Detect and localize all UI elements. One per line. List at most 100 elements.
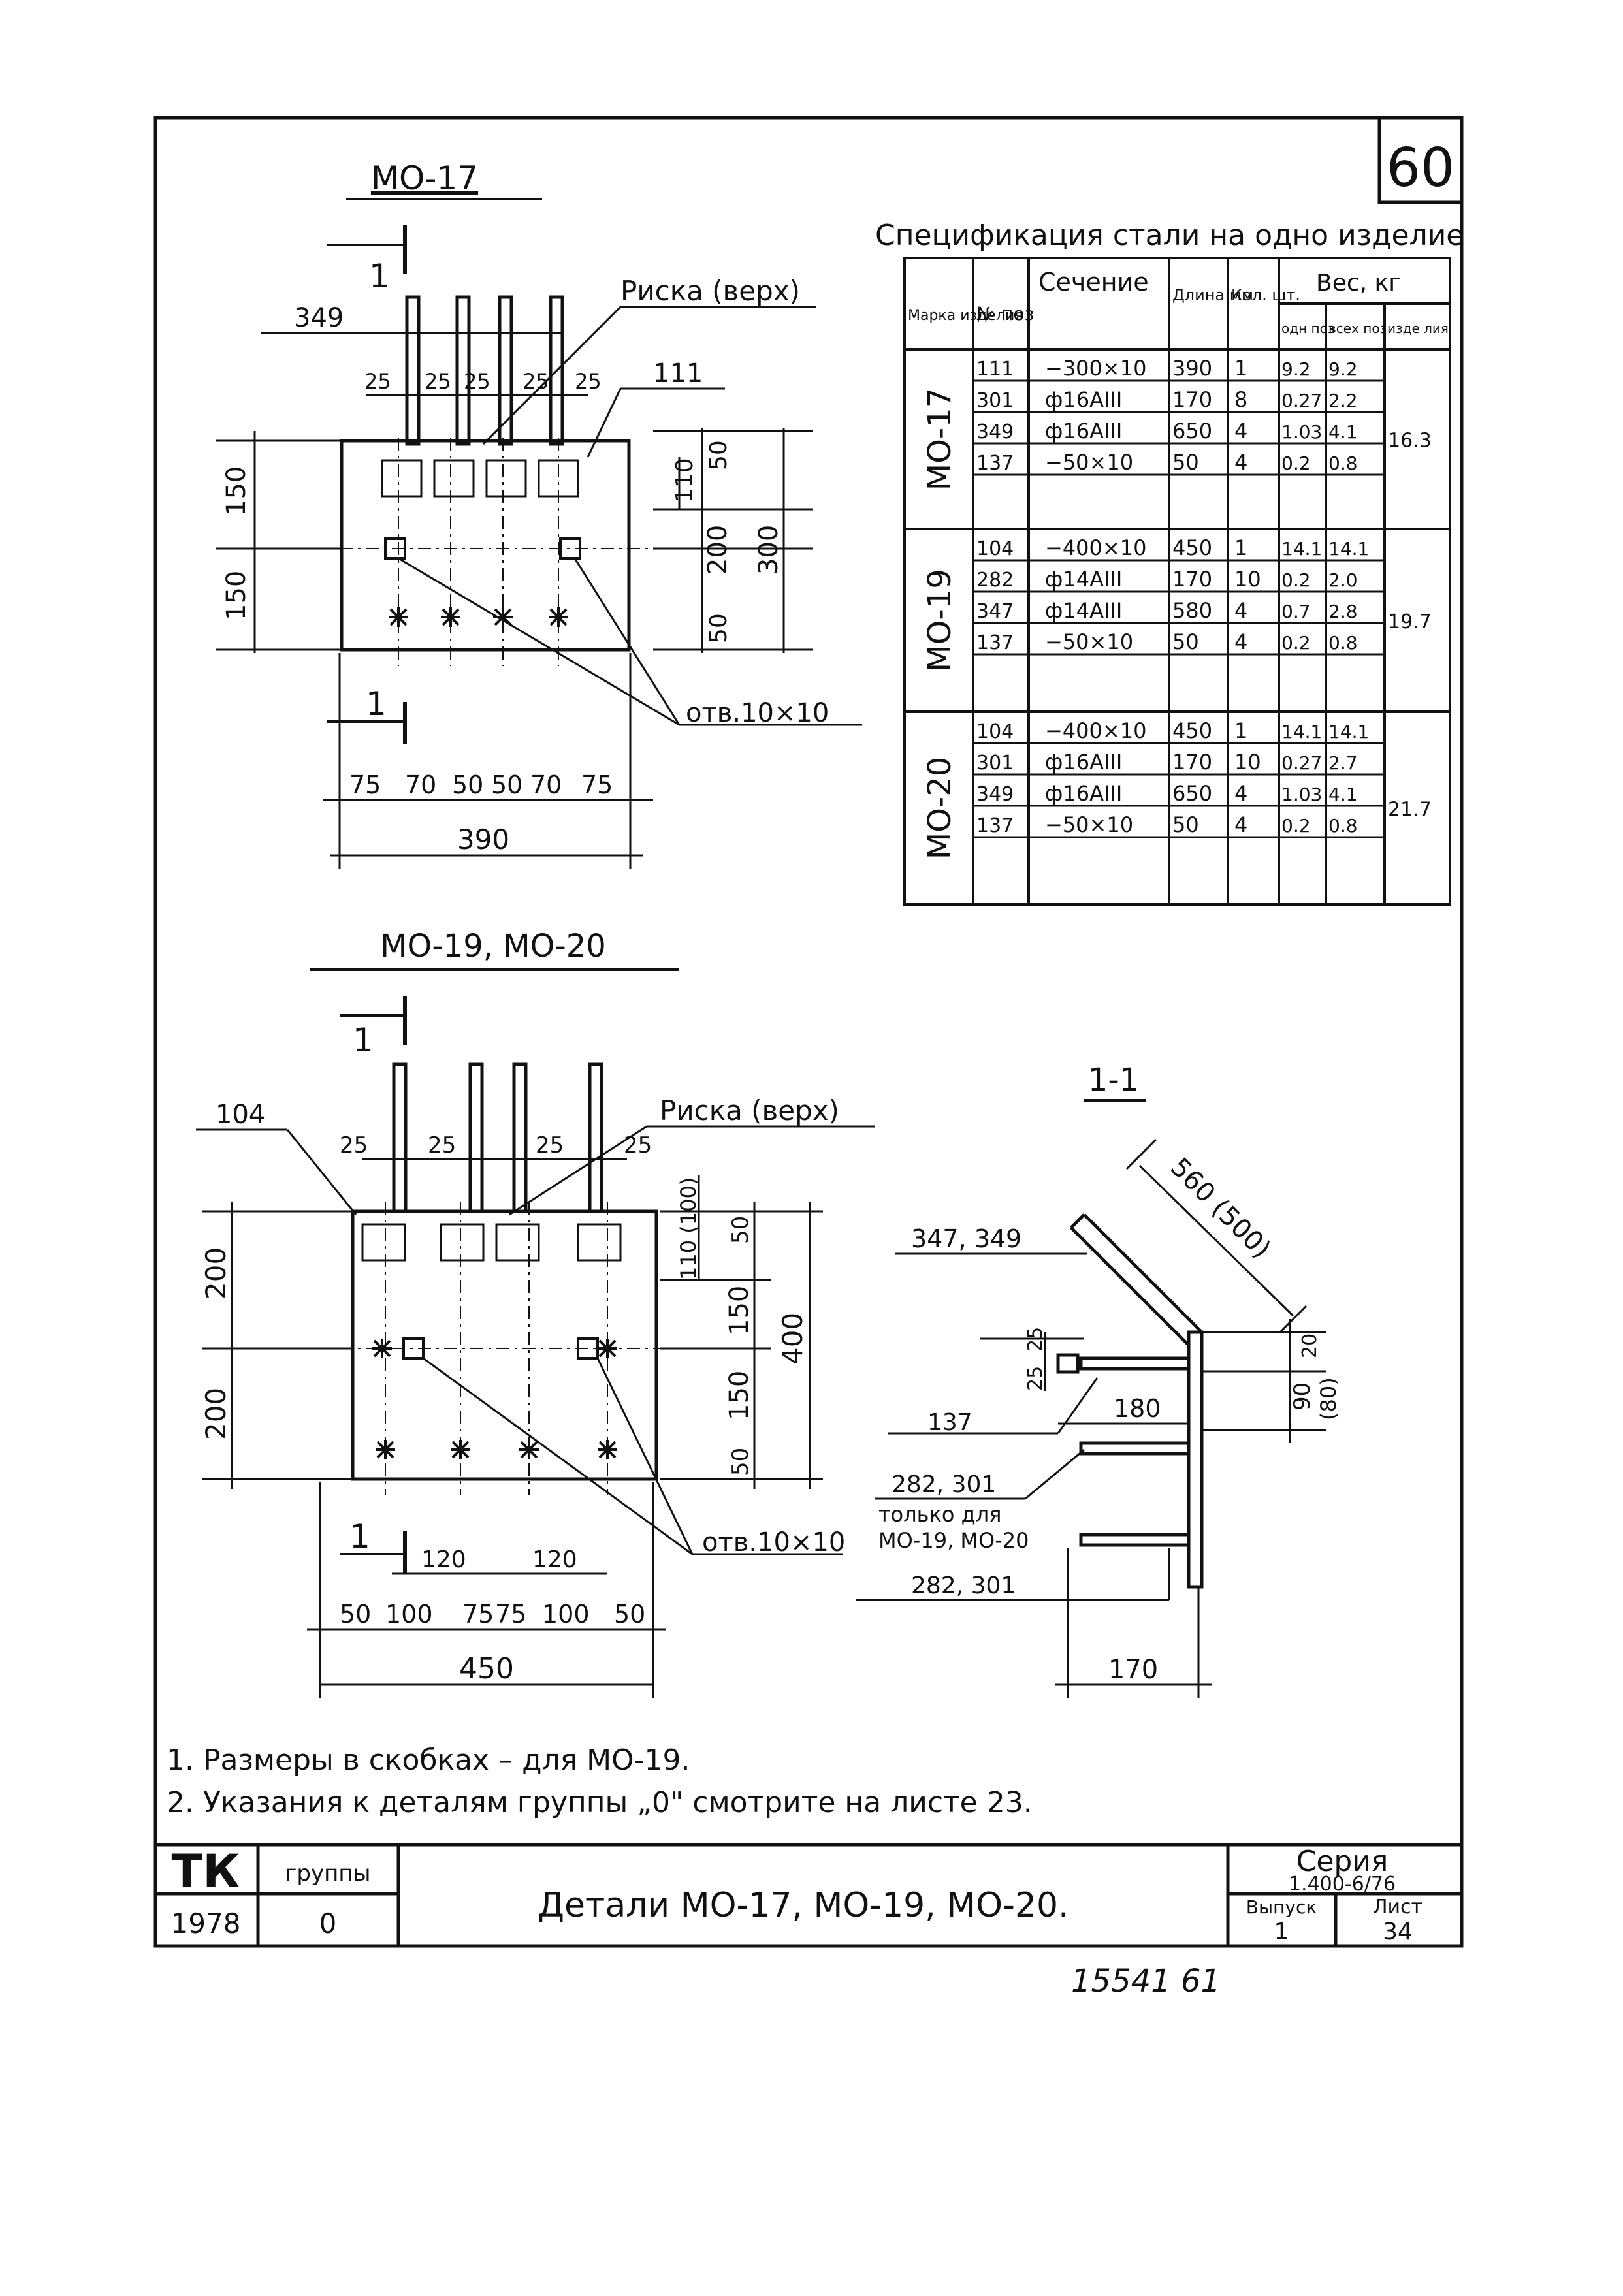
section-label-282b: 282, 301 (911, 1572, 1016, 1599)
spec-cell: 9.2 (1281, 359, 1311, 380)
section-d25a: 25 (1024, 1327, 1047, 1352)
spec-cell: 137 (976, 452, 1014, 475)
spec-cell: 50 (1172, 630, 1199, 654)
mo19-dim-right-150b: 150 (724, 1371, 754, 1420)
spec-cell: 0.2 (1281, 569, 1311, 591)
mo19-dim-left-200b: 200 (200, 1388, 232, 1440)
spec-cell: 14.1 (1281, 721, 1322, 742)
spec-cell: 4 (1234, 419, 1247, 443)
spec-group-mark: МО-20 (922, 757, 958, 860)
spec-cell: 9.2 (1328, 359, 1358, 380)
tb-tk: ТК (172, 1845, 240, 1898)
spec-cell: 10 (1234, 750, 1261, 774)
spec-cell: 4.1 (1328, 784, 1358, 805)
spec-cell: −50×10 (1045, 630, 1133, 654)
mo19-dim-25-3: 25 (536, 1132, 564, 1158)
spec-cell: 4.1 (1328, 421, 1358, 443)
spec-cell: 4 (1234, 450, 1247, 475)
mo19-pos-104: 104 (216, 1100, 265, 1130)
mo19-dim-b-50b: 50 (614, 1600, 645, 1629)
mo17-dim-b-50a: 50 (452, 771, 483, 799)
spec-cell: −300×10 (1045, 356, 1146, 381)
mo17-section-mark-bottom: 1 (366, 685, 387, 723)
spec-h-mark: Марка изделия (908, 308, 1023, 324)
tb-series-label: Серия (1296, 1845, 1389, 1878)
spec-cell: 1 (1234, 356, 1247, 381)
spec-table: Спецификация стали на одно изделие Марка… (875, 219, 1464, 906)
spec-group-mark: МО-17 (922, 388, 958, 491)
spec-h-num: № поз (976, 303, 1034, 325)
spec-cell: 390 (1172, 356, 1212, 381)
section-label-347: 347, 349 (911, 1224, 1021, 1253)
spec-cell: 111 (976, 358, 1014, 381)
title-block: ТК группы 1978 0 Детали МО-17, МО-19, МО… (155, 1843, 1462, 1946)
spec-cell: ф16АIII (1045, 750, 1122, 774)
mo19-hole-label: отв.10×10 (702, 1527, 845, 1557)
mo19-dim-right-110: 110 (100) (676, 1177, 701, 1280)
mo17-pos-111: 111 (653, 359, 703, 389)
spec-cell: 0.7 (1281, 601, 1311, 622)
spec-cell: 1 (1234, 535, 1247, 560)
section-title: 1-1 (1088, 1062, 1139, 1098)
spec-cell: 104 (976, 720, 1014, 743)
spec-cell: 50 (1172, 450, 1199, 475)
spec-cell: 137 (976, 631, 1014, 654)
spec-cell: ф16АIII (1045, 419, 1122, 443)
mo19-dim-right-400: 400 (777, 1313, 809, 1365)
spec-cell: 1.03 (1281, 421, 1322, 443)
mo19-dim-25-2: 25 (428, 1132, 456, 1158)
spec-h-section: Сечение (1038, 268, 1149, 296)
mo17-dim-left-150a: 150 (221, 466, 251, 516)
spec-cell: 0.27 (1281, 390, 1322, 411)
section-label-282: 282, 301 (892, 1471, 996, 1498)
spec-cell: 4 (1234, 598, 1247, 623)
spec-group-mark: МО-19 (922, 569, 958, 672)
spec-cell: ф16АIII (1045, 387, 1122, 412)
mo17-hole-label: отв.10×10 (686, 698, 829, 728)
mo17-dim-right-110: 110 (671, 458, 698, 503)
spec-cell: 8 (1234, 387, 1247, 412)
tb-issue-label: Выпуск (1246, 1896, 1317, 1918)
spec-title: Спецификация стали на одно изделие (875, 219, 1464, 252)
spec-cell: 0.27 (1281, 752, 1322, 774)
mo17-dim-right-50: 50 (705, 440, 732, 470)
mo17-view: МО-17 1 (216, 159, 862, 869)
tb-year: 1978 (171, 1907, 241, 1939)
sheet-frame (153, 116, 1464, 1948)
section-d90: 90 (1289, 1382, 1315, 1411)
spec-cell: 301 (976, 389, 1014, 412)
mo19-dim-mid-120a: 120 (421, 1546, 466, 1573)
section-d25b: 25 (1024, 1366, 1047, 1391)
spec-cell: −50×10 (1045, 812, 1133, 837)
tb-series: 1.400-6/76 (1289, 1873, 1396, 1896)
mo19-dim-total: 450 (459, 1652, 514, 1685)
spec-cell: 349 (976, 421, 1014, 443)
spec-cell: 2.8 (1328, 601, 1358, 622)
spec-cell: −50×10 (1045, 450, 1133, 475)
mo17-dim-25-1: 25 (364, 369, 391, 394)
spec-h-weight: Вес, кг (1316, 270, 1401, 296)
spec-cell: 301 (976, 752, 1014, 774)
spec-cell: 0.2 (1281, 632, 1311, 654)
spec-cell: 349 (976, 783, 1014, 806)
mo17-dim-25-4: 25 (522, 369, 549, 394)
spec-cell: ф14АIII (1045, 567, 1122, 592)
spec-cell: 2.2 (1328, 390, 1358, 411)
mo19-dim-b-100b: 100 (542, 1600, 590, 1629)
section-1-1: 1-1 (856, 1062, 1341, 1698)
spec-cell: 170 (1172, 387, 1212, 412)
tb-group: 0 (319, 1907, 337, 1939)
section-d180: 180 (1114, 1394, 1161, 1423)
mo19-dim-25-1: 25 (340, 1132, 368, 1158)
mo19-dim-b-100a: 100 (385, 1600, 433, 1629)
mo19-section-mark-bottom: 1 (349, 1518, 370, 1555)
note-2: 2. Указания к деталям группы „0" смотрит… (167, 1786, 1033, 1819)
section-label-137: 137 (927, 1409, 972, 1436)
section-only-for-2: МО-19, МО-20 (878, 1528, 1029, 1553)
mo17-pos-349: 349 (294, 303, 344, 333)
mo19-dim-b-75a: 75 (462, 1600, 494, 1629)
spec-cell: 580 (1172, 598, 1212, 623)
mo17-dim-right-300: 300 (754, 525, 784, 575)
spec-cell: 4 (1234, 812, 1247, 837)
